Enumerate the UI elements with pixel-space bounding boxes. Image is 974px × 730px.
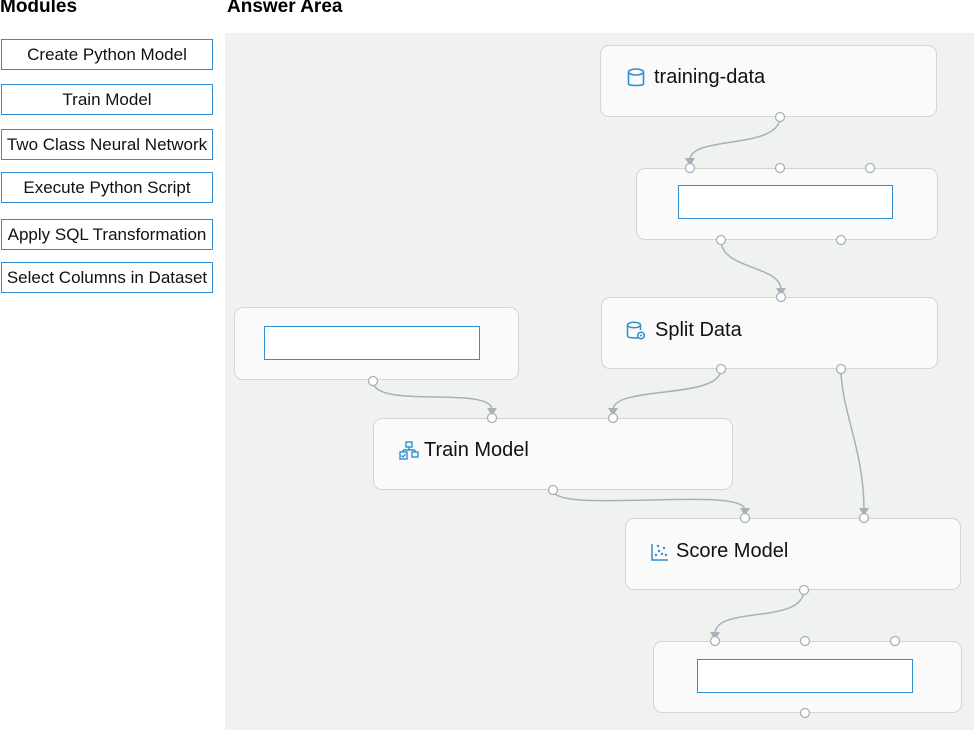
- node-train-model-label: Train Model: [424, 439, 529, 461]
- train-model-icon: [399, 440, 419, 460]
- module-two-class-neural-network[interactable]: Two Class Neural Network: [1, 129, 213, 160]
- node-training-data-label: training-data: [654, 66, 766, 88]
- drop-slot-bottom[interactable]: [697, 659, 913, 693]
- answer-area-heading: Answer Area: [227, 0, 343, 17]
- node-score-model: [625, 518, 961, 590]
- database-icon: [627, 67, 645, 86]
- node-train-model-title: Train Model: [398, 439, 529, 462]
- module-apply-sql-transformation[interactable]: Apply SQL Transformation: [1, 219, 213, 250]
- database-gear-icon: [626, 321, 646, 340]
- module-create-python-model[interactable]: Create Python Model: [1, 39, 213, 70]
- drop-slot-left[interactable]: [264, 326, 480, 360]
- module-train-model[interactable]: Train Model: [1, 84, 213, 115]
- node-train-model: [373, 418, 733, 490]
- node-training-data-title: training-data: [626, 66, 765, 89]
- node-training-data: [600, 45, 937, 117]
- module-select-columns-in-dataset[interactable]: Select Columns in Dataset: [1, 262, 213, 293]
- scatter-plot-icon: [651, 543, 668, 561]
- answer-area-canvas: [225, 33, 974, 730]
- node-split-data-title: Split Data: [625, 319, 742, 342]
- modules-heading: Modules: [0, 0, 78, 17]
- node-score-model-label: Score Model: [676, 540, 789, 562]
- node-split-data: [601, 297, 938, 369]
- module-execute-python-script[interactable]: Execute Python Script: [1, 172, 213, 203]
- node-split-data-label: Split Data: [655, 319, 742, 341]
- drop-slot-top[interactable]: [678, 185, 893, 219]
- node-score-model-title: Score Model: [650, 540, 788, 563]
